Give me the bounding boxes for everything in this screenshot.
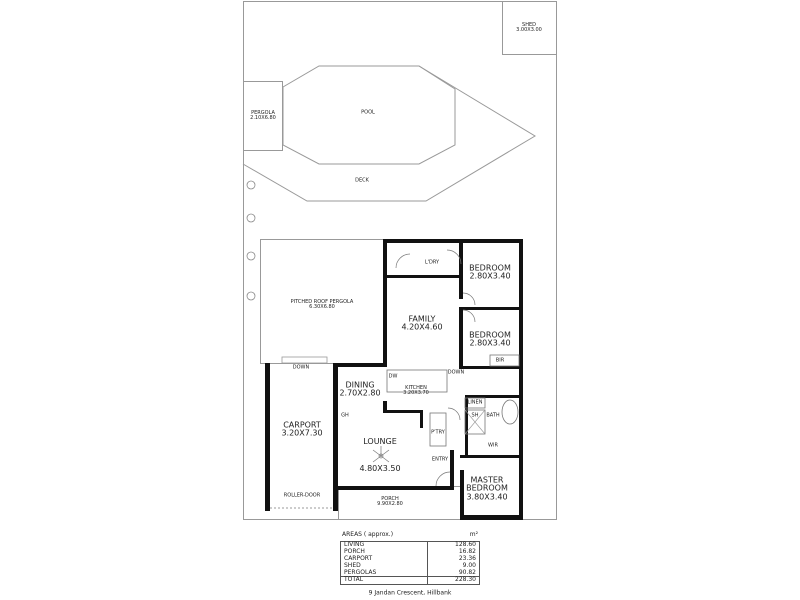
bath-label: BATH: [486, 412, 500, 419]
entry-label: ENTRY: [431, 456, 449, 463]
shower-label: SH: [471, 412, 479, 419]
lounge-size: 4.80X3.50: [359, 463, 401, 473]
deck-label: DECK: [355, 177, 369, 184]
tree-icons: [246, 180, 256, 301]
areas-unit: m²: [469, 531, 478, 538]
wir-label: WIR: [488, 442, 498, 449]
fridge-label: GH: [341, 412, 349, 419]
site-boundary: [243, 1, 557, 520]
laundry-label: L'DRY: [424, 259, 440, 266]
pool-label: POOL: [361, 109, 375, 116]
areas-title: AREAS ( approx.): [342, 531, 394, 538]
dishwasher-label: DW: [388, 373, 398, 380]
down-label-left: DOWN: [292, 364, 310, 371]
shed-outline: [502, 1, 557, 55]
roller-door-label: ROLLER-DOOR: [283, 492, 321, 499]
address-label: 9 Jandan Crescent, Hillbank: [368, 589, 452, 597]
robe-label: BIR: [495, 357, 505, 364]
pantry-label: P'TRY: [431, 429, 445, 436]
lounge-label: LOUNGE: [363, 436, 397, 446]
ceiling-fan-icon: [372, 446, 390, 463]
deck-outline: [242, 65, 536, 202]
down-label-right: DOWN: [447, 369, 465, 376]
house-walls: [333, 239, 523, 520]
linen-label: LINEN: [467, 399, 483, 406]
